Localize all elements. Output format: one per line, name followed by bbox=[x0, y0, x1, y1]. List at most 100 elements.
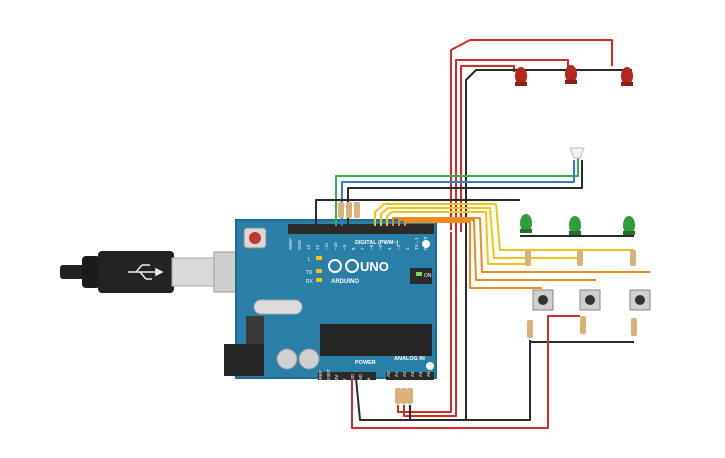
pin-label: 13 bbox=[306, 244, 311, 250]
resistor-group-green bbox=[525, 250, 636, 266]
pin-label: ~3 bbox=[396, 244, 401, 250]
pin-label: A2 bbox=[402, 371, 407, 377]
board-brand-label: ARDUINO bbox=[331, 279, 359, 285]
usb-icon bbox=[128, 264, 164, 280]
voltage-regulator bbox=[246, 316, 264, 344]
wire-orange[interactable] bbox=[404, 221, 542, 289]
wire-red[interactable] bbox=[397, 232, 452, 413]
resistor[interactable] bbox=[630, 250, 636, 266]
resistor[interactable] bbox=[401, 388, 407, 404]
pin-label: A0 bbox=[386, 371, 391, 377]
wire-red[interactable] bbox=[450, 39, 613, 230]
usb-boot bbox=[82, 256, 100, 288]
pin-label: ~10 bbox=[333, 242, 338, 250]
wire-black[interactable] bbox=[409, 232, 467, 421]
analog-header bbox=[386, 372, 434, 380]
wire-yellow[interactable] bbox=[374, 203, 634, 251]
reset-button-cap bbox=[249, 232, 261, 244]
resistor[interactable] bbox=[338, 202, 344, 218]
resistor[interactable] bbox=[580, 316, 586, 334]
pin-label: 2 bbox=[405, 247, 410, 250]
rx-led bbox=[316, 278, 322, 282]
push-button[interactable] bbox=[579, 289, 601, 311]
pin-label: 8 bbox=[351, 247, 356, 250]
power-jack bbox=[224, 344, 264, 376]
pin-label: ~6 bbox=[369, 244, 374, 250]
wire-red[interactable] bbox=[351, 315, 580, 429]
push-button[interactable] bbox=[629, 289, 651, 311]
on-led-label: ON bbox=[424, 273, 432, 279]
pin-label: GND bbox=[358, 373, 363, 384]
wire-red[interactable] bbox=[455, 59, 569, 232]
pin-label: GND bbox=[297, 239, 302, 250]
wire-black[interactable] bbox=[465, 69, 632, 232]
green-led[interactable] bbox=[569, 216, 581, 235]
power-header bbox=[318, 372, 376, 380]
red-led[interactable] bbox=[565, 65, 577, 84]
resistor[interactable] bbox=[577, 250, 583, 266]
rx-led-label: RX bbox=[306, 279, 314, 285]
resistor[interactable] bbox=[631, 318, 637, 336]
wire-yellow[interactable] bbox=[380, 207, 580, 259]
digital-header bbox=[288, 224, 434, 234]
red-led[interactable] bbox=[515, 67, 527, 86]
pin-label: ~9 bbox=[342, 244, 347, 250]
push-button[interactable] bbox=[532, 289, 554, 311]
analog-pins-label: ANALOG IN bbox=[394, 356, 425, 362]
pin-label: 5V bbox=[342, 378, 347, 384]
rgb-led[interactable] bbox=[569, 147, 585, 159]
green-led-group bbox=[520, 214, 635, 235]
resistor[interactable] bbox=[346, 202, 352, 218]
resistor-group-top bbox=[338, 202, 360, 218]
usb-plug-metal bbox=[171, 257, 217, 287]
on-led bbox=[416, 272, 422, 276]
pin-label: TX→1 bbox=[414, 237, 419, 250]
pin-label: ~5 bbox=[378, 244, 383, 250]
green-led[interactable] bbox=[623, 216, 635, 235]
arduino-uno-board[interactable]: UNO ARDUINO DIGITAL (PWM~) POWER ANALOG … bbox=[224, 219, 437, 384]
resistor[interactable] bbox=[407, 388, 413, 404]
mount-hole bbox=[426, 362, 434, 370]
pin-label: ~11 bbox=[324, 242, 329, 250]
pin-label: AREF bbox=[288, 238, 293, 250]
wire-black[interactable] bbox=[315, 199, 520, 226]
digital-pins-label: DIGITAL (PWM~) bbox=[355, 240, 399, 246]
wire-orange[interactable] bbox=[392, 217, 650, 273]
tx-led bbox=[316, 269, 322, 273]
resistor[interactable] bbox=[527, 320, 533, 338]
red-led[interactable] bbox=[621, 67, 633, 86]
pin-label: 12 bbox=[315, 244, 320, 250]
capacitor bbox=[276, 348, 298, 370]
red-led-group bbox=[515, 65, 633, 86]
pin-label: RX←0 bbox=[423, 236, 428, 250]
usb-strain-relief bbox=[60, 265, 84, 279]
digital-pin-labels: AREF GND 13 12 ~11 ~10 ~9 8 7 ~6 ~5 4 ~3 2 TX→1 RX←0 bbox=[288, 236, 428, 250]
wire-yellow[interactable] bbox=[386, 211, 528, 265]
pin-label: A4 bbox=[418, 371, 423, 377]
arduino-logo-icon bbox=[328, 259, 359, 273]
wire-orange[interactable] bbox=[398, 219, 596, 281]
resistor[interactable] bbox=[395, 388, 401, 404]
pin-label: 4 bbox=[387, 247, 392, 250]
l-led bbox=[316, 256, 322, 260]
pin-label: IOREF bbox=[318, 370, 323, 384]
mount-hole bbox=[422, 240, 430, 248]
power-pins-label: POWER bbox=[355, 360, 376, 366]
pin-label: 7 bbox=[360, 247, 365, 250]
board-model-label: UNO bbox=[360, 259, 389, 274]
pin-label: Vin bbox=[366, 377, 371, 384]
pin-label: 3.3V bbox=[334, 375, 339, 384]
pin-label: A3 bbox=[410, 371, 415, 377]
push-button-group bbox=[532, 289, 651, 311]
crystal bbox=[253, 299, 303, 315]
capacitor bbox=[298, 348, 320, 370]
green-led[interactable] bbox=[520, 214, 532, 233]
resistor-group-analog bbox=[395, 388, 413, 404]
wire-blue[interactable] bbox=[341, 160, 575, 226]
wire-red[interactable] bbox=[403, 232, 457, 417]
resistor[interactable] bbox=[525, 250, 531, 266]
l-led-label: L bbox=[308, 257, 311, 263]
resistor[interactable] bbox=[354, 202, 360, 218]
